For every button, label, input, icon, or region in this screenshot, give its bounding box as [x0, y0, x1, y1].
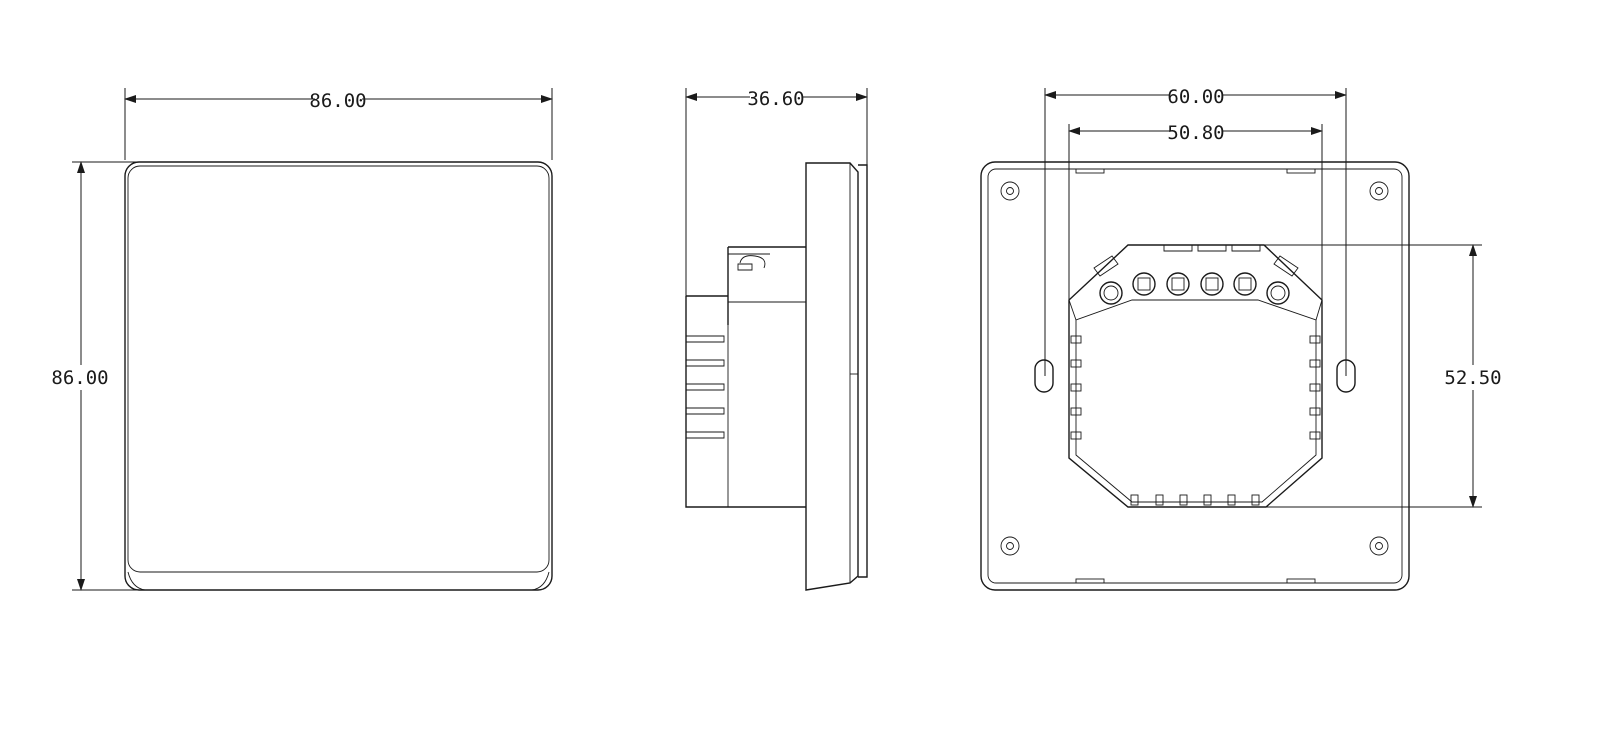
front-width-dimension: 86.00 — [124, 88, 553, 160]
back-outer-mount-dimension: 60.00 — [1044, 86, 1347, 376]
terminal-screw-icon — [1132, 272, 1156, 296]
terminal-screw-icon — [1266, 281, 1290, 305]
screw-hole-icon — [1000, 536, 1020, 556]
terminal-screw-icon — [1166, 272, 1190, 296]
back-view: 60.00 50.80 52.50 — [980, 86, 1502, 591]
back-box-height-label: 52.50 — [1444, 367, 1501, 389]
terminal-screw-icon — [1233, 272, 1257, 296]
side-depth-label: 36.60 — [747, 88, 804, 110]
screw-hole-icon — [1369, 536, 1389, 556]
mounting-slots — [1034, 359, 1356, 393]
side-view: 36.60 — [685, 88, 868, 591]
side-terminal-pins — [686, 335, 725, 439]
front-view: 86.00 86.00 — [51, 88, 553, 591]
front-panel-outline — [124, 161, 553, 591]
back-inner-mount-label: 50.80 — [1167, 122, 1224, 144]
front-height-label: 86.00 — [51, 367, 108, 389]
side-faceplate — [805, 162, 868, 591]
front-height-dimension: 86.00 — [51, 161, 140, 591]
back-inner-mount-dimension: 50.80 — [1068, 122, 1323, 300]
box-side-pins — [1070, 335, 1321, 506]
back-box-height-dimension: 52.50 — [1264, 244, 1502, 508]
terminal-screw-icon — [1099, 281, 1123, 305]
front-width-label: 86.00 — [309, 90, 366, 112]
screw-hole-icons — [1000, 181, 1389, 556]
screw-hole-icon — [1369, 181, 1389, 201]
back-outer-mount-label: 60.00 — [1167, 86, 1224, 108]
back-plate-outline — [980, 161, 1410, 591]
screw-hole-icon — [1000, 181, 1020, 201]
side-body — [685, 246, 806, 508]
terminal-screw-icons — [1099, 272, 1290, 305]
side-depth-dimension: 36.60 — [685, 88, 868, 296]
terminal-screw-icon — [1200, 272, 1224, 296]
